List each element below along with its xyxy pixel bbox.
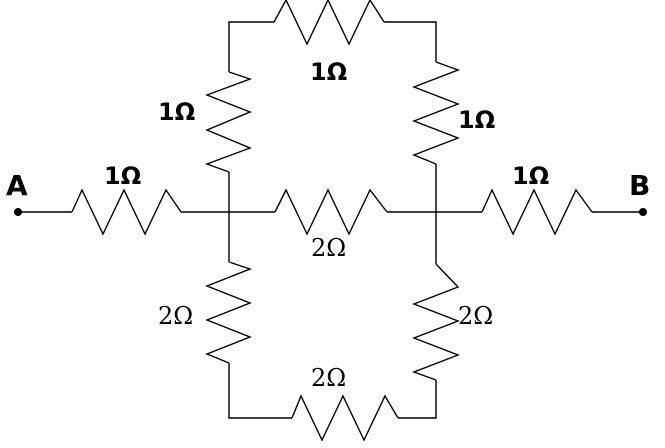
- resistor-top: [273, 0, 385, 46]
- resistor-middle: [274, 188, 388, 236]
- resistor-bottom: [291, 394, 399, 442]
- resistor-lower-left: [205, 261, 253, 364]
- resistor-left-series-label: 1Ω: [104, 162, 141, 190]
- wire-top-to-upper-right: [384, 21, 437, 62]
- resistor-upper-left: [204, 71, 253, 173]
- terminal-b-dot: [639, 208, 647, 216]
- wire-bottom-to-lower-right: [398, 380, 437, 419]
- resistor-top-label: 1Ω: [310, 58, 347, 86]
- terminal-a-dot: [14, 208, 22, 216]
- resistor-lower-right-label: 2Ω: [458, 302, 493, 330]
- resistor-bottom-label: 2Ω: [311, 364, 346, 392]
- resistor-lower-left-label: 2Ω: [158, 302, 193, 330]
- terminal-a-label: A: [6, 169, 28, 202]
- resistor-middle-label: 2Ω: [311, 234, 346, 262]
- resistor-right-series: [481, 188, 593, 236]
- resistor-upper-right: [412, 61, 460, 165]
- resistor-right-series-label: 1Ω: [512, 162, 549, 190]
- resistor-left-series: [71, 188, 182, 236]
- wire-upper-left-to-top: [228, 21, 274, 72]
- resistor-lower-right: [412, 263, 460, 381]
- wire-lower-left-to-bottom: [228, 363, 292, 419]
- resistor-upper-left-label: 1Ω: [158, 98, 195, 126]
- terminal-b-label: B: [629, 169, 650, 202]
- resistor-upper-right-label: 1Ω: [458, 106, 495, 134]
